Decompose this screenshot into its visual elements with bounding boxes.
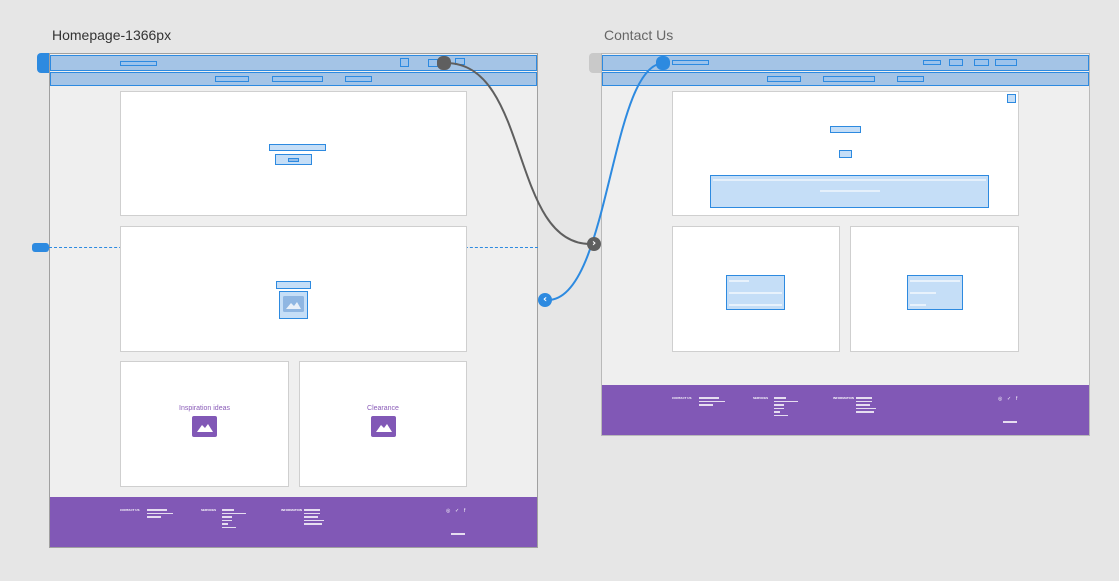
home-footer-twitter-icon[interactable]: ✓ xyxy=(455,508,460,514)
home-header-hotspot[interactable] xyxy=(50,55,537,71)
home-footer-facebook-icon[interactable]: f xyxy=(464,508,466,514)
contact-artboard-title[interactable]: Contact Us xyxy=(604,27,674,43)
clearance-label: Clearance xyxy=(367,405,399,412)
contact-search-hotspot[interactable] xyxy=(923,60,941,65)
home-nav-item-2[interactable] xyxy=(272,76,323,82)
home-featured-heading-hotspot[interactable] xyxy=(276,281,311,289)
contact-nav-item-1[interactable] xyxy=(767,76,801,82)
home-footer-instagram-icon[interactable]: ◎ xyxy=(446,508,451,514)
contact-logo-hotspot[interactable] xyxy=(672,60,709,65)
contact-footer-services-heading: SERVICES xyxy=(753,396,769,400)
contact-artboard-flag[interactable] xyxy=(589,53,601,73)
home-hero-card xyxy=(120,91,467,216)
contact-message-email xyxy=(820,190,880,192)
wire-contact-to-home[interactable] xyxy=(547,62,665,301)
contact-address-line-3 xyxy=(910,304,926,306)
home-featured-card xyxy=(120,226,467,352)
wire-source-home[interactable] xyxy=(437,56,451,70)
home-artboard-flag[interactable] xyxy=(37,53,49,73)
contact-wishlist-hotspot[interactable] xyxy=(974,59,989,66)
contact-footer-handle xyxy=(1003,421,1017,423)
contact-footer-instagram-icon[interactable]: ◎ xyxy=(998,396,1003,402)
contact-account-hotspot[interactable] xyxy=(949,59,963,66)
image-placeholder-icon xyxy=(192,416,217,437)
home-footer-contact-lines xyxy=(147,508,173,520)
chevron-left-icon[interactable]: ‹ xyxy=(538,293,552,307)
contact-phone-line-3 xyxy=(729,304,782,306)
home-nav-item-1[interactable] xyxy=(215,76,249,82)
contact-phone-line-1 xyxy=(729,280,749,282)
contact-cart-hotspot[interactable] xyxy=(995,59,1017,66)
home-footer-services-heading: SERVICES xyxy=(201,508,217,512)
home-footer-information-links[interactable] xyxy=(304,508,324,527)
contact-nav-item-2[interactable] xyxy=(823,76,875,82)
home-logo-hotspot[interactable] xyxy=(120,61,157,66)
wire-home-to-contact[interactable] xyxy=(445,62,591,245)
contact-footer-services-links[interactable] xyxy=(774,396,798,418)
contact-header-hotspot[interactable] xyxy=(602,55,1089,71)
contact-subheading-hotspot[interactable] xyxy=(839,150,852,158)
home-footer-information-heading: INFORMATION xyxy=(281,508,302,512)
contact-footer-information-heading: INFORMATION xyxy=(833,396,854,400)
homepage-artboard-title[interactable]: Homepage-1366px xyxy=(52,27,172,43)
contact-address-line-1 xyxy=(910,280,960,282)
contact-footer xyxy=(602,385,1089,435)
contact-footer-information-links[interactable] xyxy=(856,396,876,415)
contact-address-line-2 xyxy=(910,292,936,294)
home-clearance-card[interactable] xyxy=(299,361,467,487)
contact-message-line-1 xyxy=(713,179,986,181)
home-footer-contact-heading: CONTACT US xyxy=(120,508,140,512)
home-footer-handle xyxy=(451,533,465,535)
contact-footer-contact-lines xyxy=(699,396,725,408)
home-search-hotspot[interactable] xyxy=(400,58,409,67)
contact-footer-twitter-icon[interactable]: ✓ xyxy=(1007,396,1012,402)
image-placeholder-icon xyxy=(371,416,396,437)
contact-close-hotspot[interactable] xyxy=(1007,94,1016,103)
home-hero-heading-hotspot[interactable] xyxy=(269,144,326,151)
image-placeholder-icon xyxy=(283,296,304,312)
home-hero-button-label-hotspot[interactable] xyxy=(288,158,299,162)
contact-message-hotspot[interactable] xyxy=(710,175,989,208)
contact-nav-item-3[interactable] xyxy=(897,76,924,82)
inspiration-label: Inspiration ideas xyxy=(179,405,230,412)
contact-footer-facebook-icon[interactable]: f xyxy=(1016,396,1018,402)
home-footer xyxy=(50,497,537,547)
chevron-right-icon[interactable]: › xyxy=(587,237,601,251)
scroll-position-handle[interactable] xyxy=(32,243,49,252)
wire-source-contact[interactable] xyxy=(656,56,670,70)
home-nav-item-3[interactable] xyxy=(345,76,372,82)
contact-heading-hotspot[interactable] xyxy=(830,126,861,133)
contact-phone-line-2 xyxy=(729,292,782,294)
home-footer-services-links[interactable] xyxy=(222,508,246,530)
contact-footer-contact-heading: CONTACT US xyxy=(672,396,692,400)
